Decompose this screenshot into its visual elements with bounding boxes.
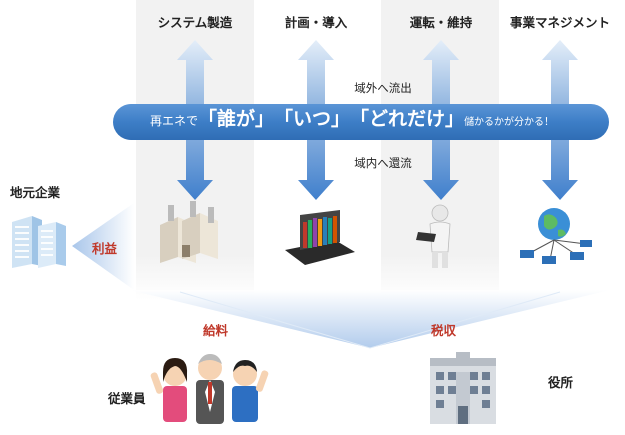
employees-label: 従業員 [108, 391, 146, 406]
profit-label: 利益 [92, 241, 118, 256]
person-laptop-icon [416, 204, 451, 268]
column-title-business-management: 事業マネジメント [509, 15, 611, 30]
tax-revenue-label: 税収 [431, 323, 457, 338]
column-title-planning-installation: 計画・導入 [284, 15, 348, 30]
salary-label: 給料 [203, 323, 229, 338]
globe-network-icon [520, 208, 592, 264]
banner-suffix: 儲かるかが分かる！ [464, 117, 555, 128]
column-title-operation-maintenance: 運転・維持 [409, 15, 473, 30]
banner-when: 「いつ」 [274, 108, 351, 130]
government-label: 役所 [548, 375, 574, 390]
government-building-icon [430, 352, 496, 424]
banner-text: 再エネで 「誰が」 「いつ」 「どれだけ」 儲かるかが分かる！ [150, 104, 554, 131]
banner-bar [113, 104, 609, 140]
inflow-arrows [177, 140, 578, 200]
office-buildings-icon [12, 216, 66, 268]
outflow-arrows [177, 40, 578, 108]
banner-who: 「誰が」 [198, 108, 275, 130]
banner-prefix: 再エネで [150, 114, 199, 128]
happy-people-icon [150, 354, 269, 424]
local-company-label: 地元企業 [10, 185, 61, 200]
factory-icon [160, 201, 218, 263]
distribution-shape [130, 290, 610, 348]
inflow-label: 域内へ還流 [354, 156, 412, 170]
outflow-label: 域外へ流出 [354, 81, 412, 95]
banner-how-much: 「どれだけ」 [350, 108, 465, 130]
profit-arrow [72, 203, 134, 290]
column-title-system-manufacturing: システム製造 [157, 15, 233, 30]
laptop-books-icon [285, 210, 355, 265]
